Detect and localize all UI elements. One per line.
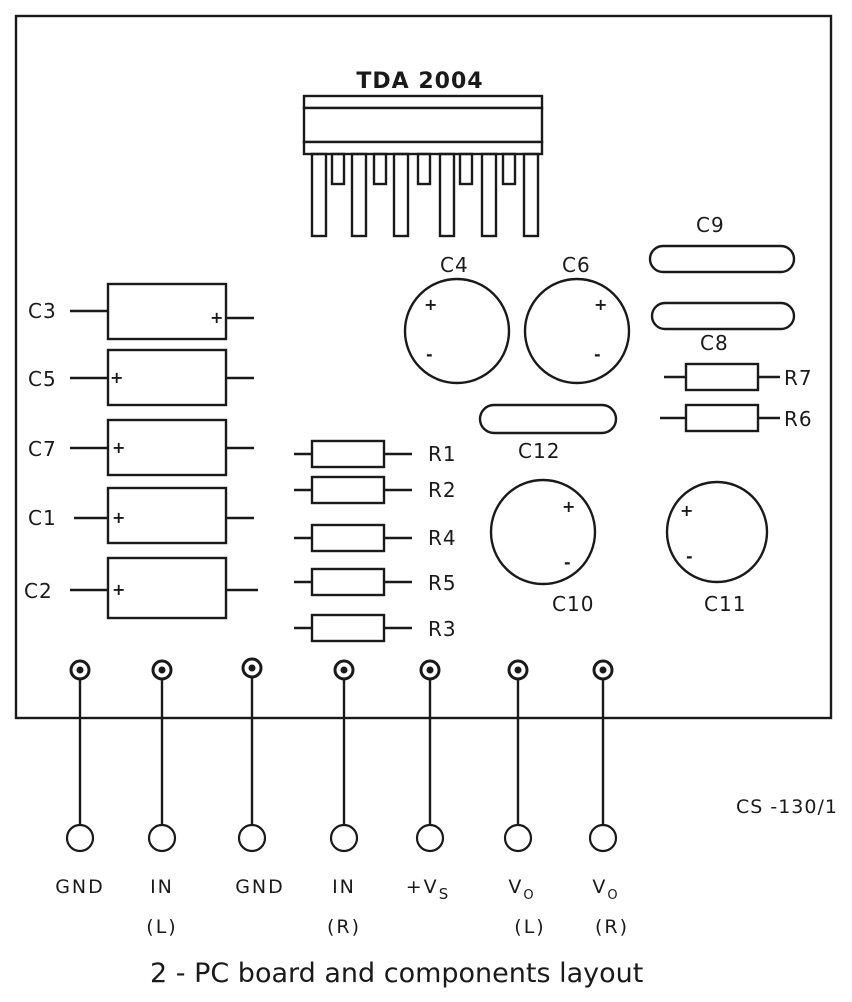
capacitor-c10: + - C10 xyxy=(489,478,597,616)
label-r6: R6 xyxy=(784,407,813,431)
resistor-r2: R2 xyxy=(294,475,457,505)
terminal-label-in-r: IN xyxy=(332,876,356,898)
label-r2: R2 xyxy=(428,478,457,502)
polarity-plus: + xyxy=(210,308,223,327)
label-r1: R1 xyxy=(428,442,457,466)
resistor-r5: R5 xyxy=(294,567,457,597)
terminal-label-vo-r-sub: (R) xyxy=(595,916,629,938)
polarity-plus: + xyxy=(112,438,125,457)
capacitor-c2: C2 + xyxy=(24,556,258,620)
terminal-label-vo-l: VO xyxy=(508,876,535,903)
polarity-plus: + xyxy=(112,508,125,527)
terminal-vs xyxy=(415,659,445,853)
polarity-plus: + xyxy=(110,368,123,387)
figure-caption: 2 - PC board and components layout xyxy=(150,958,643,989)
label-c12: C12 xyxy=(518,439,560,463)
label-r7: R7 xyxy=(784,366,813,390)
label-c1: C1 xyxy=(28,506,57,530)
terminal-label-in-l: IN xyxy=(150,876,174,898)
capacitor-c11: + - C11 xyxy=(665,480,769,616)
capacitor-c1: C1 + xyxy=(28,486,254,545)
ic-tda2004: TDA 2004 xyxy=(302,69,544,238)
polarity-minus: - xyxy=(594,345,601,364)
capacitor-c7: C7 + xyxy=(28,418,254,477)
capacitor-c8: C8 xyxy=(650,301,796,355)
resistor-r1: R1 xyxy=(294,439,457,469)
capacitor-c3: C3 + xyxy=(28,282,254,341)
label-c8: C8 xyxy=(700,331,729,355)
polarity-minus: - xyxy=(426,345,433,364)
terminal-gnd-1 xyxy=(65,659,95,853)
terminal-gnd-2 xyxy=(237,657,267,853)
terminal-label-vo-r: VO xyxy=(592,876,619,903)
label-c5: C5 xyxy=(28,367,57,391)
terminal-in-r xyxy=(329,659,359,853)
reference-code: CS -130/1 xyxy=(736,796,838,818)
label-c2: C2 xyxy=(24,579,53,603)
label-r3: R3 xyxy=(428,617,457,641)
terminal-label-gnd-1: GND xyxy=(55,876,105,898)
capacitor-c12: C12 xyxy=(478,403,618,463)
resistor-r4: R4 xyxy=(294,523,457,553)
capacitor-c5: C5 + xyxy=(28,348,254,407)
polarity-plus: + xyxy=(594,295,607,314)
resistor-r3: R3 xyxy=(294,613,457,643)
terminal-vo-r xyxy=(588,659,618,853)
capacitor-c4: C4 + - xyxy=(403,253,511,385)
label-r4: R4 xyxy=(428,526,457,550)
resistor-r6: R6 xyxy=(660,403,813,433)
label-c6: C6 xyxy=(562,253,591,277)
polarity-minus: - xyxy=(564,553,571,572)
capacitor-c9: C9 xyxy=(648,213,796,274)
terminal-label-vs: +VS xyxy=(406,876,450,903)
terminal-in-l xyxy=(147,659,177,853)
label-c11: C11 xyxy=(704,592,746,616)
label-c4: C4 xyxy=(440,253,469,277)
label-c7: C7 xyxy=(28,437,57,461)
terminal-label-in-r-sub: (R) xyxy=(327,916,361,938)
label-c9: C9 xyxy=(696,213,725,237)
capacitor-c6: C6 + - xyxy=(523,253,631,385)
terminal-label-in-l-sub: (L) xyxy=(146,916,177,938)
label-r5: R5 xyxy=(428,571,457,595)
terminal-vo-l xyxy=(503,659,533,853)
resistor-r7: R7 xyxy=(664,362,813,392)
polarity-plus: + xyxy=(680,501,693,520)
polarity-plus: + xyxy=(112,580,125,599)
polarity-plus: + xyxy=(562,497,575,516)
label-c10: C10 xyxy=(552,592,594,616)
terminal-label-vo-l-sub: (L) xyxy=(514,916,545,938)
polarity-plus: + xyxy=(424,295,437,314)
label-c3: C3 xyxy=(28,299,57,323)
ic-label: TDA 2004 xyxy=(356,69,483,94)
polarity-minus: - xyxy=(686,547,693,566)
terminal-label-gnd-2: GND xyxy=(235,876,285,898)
